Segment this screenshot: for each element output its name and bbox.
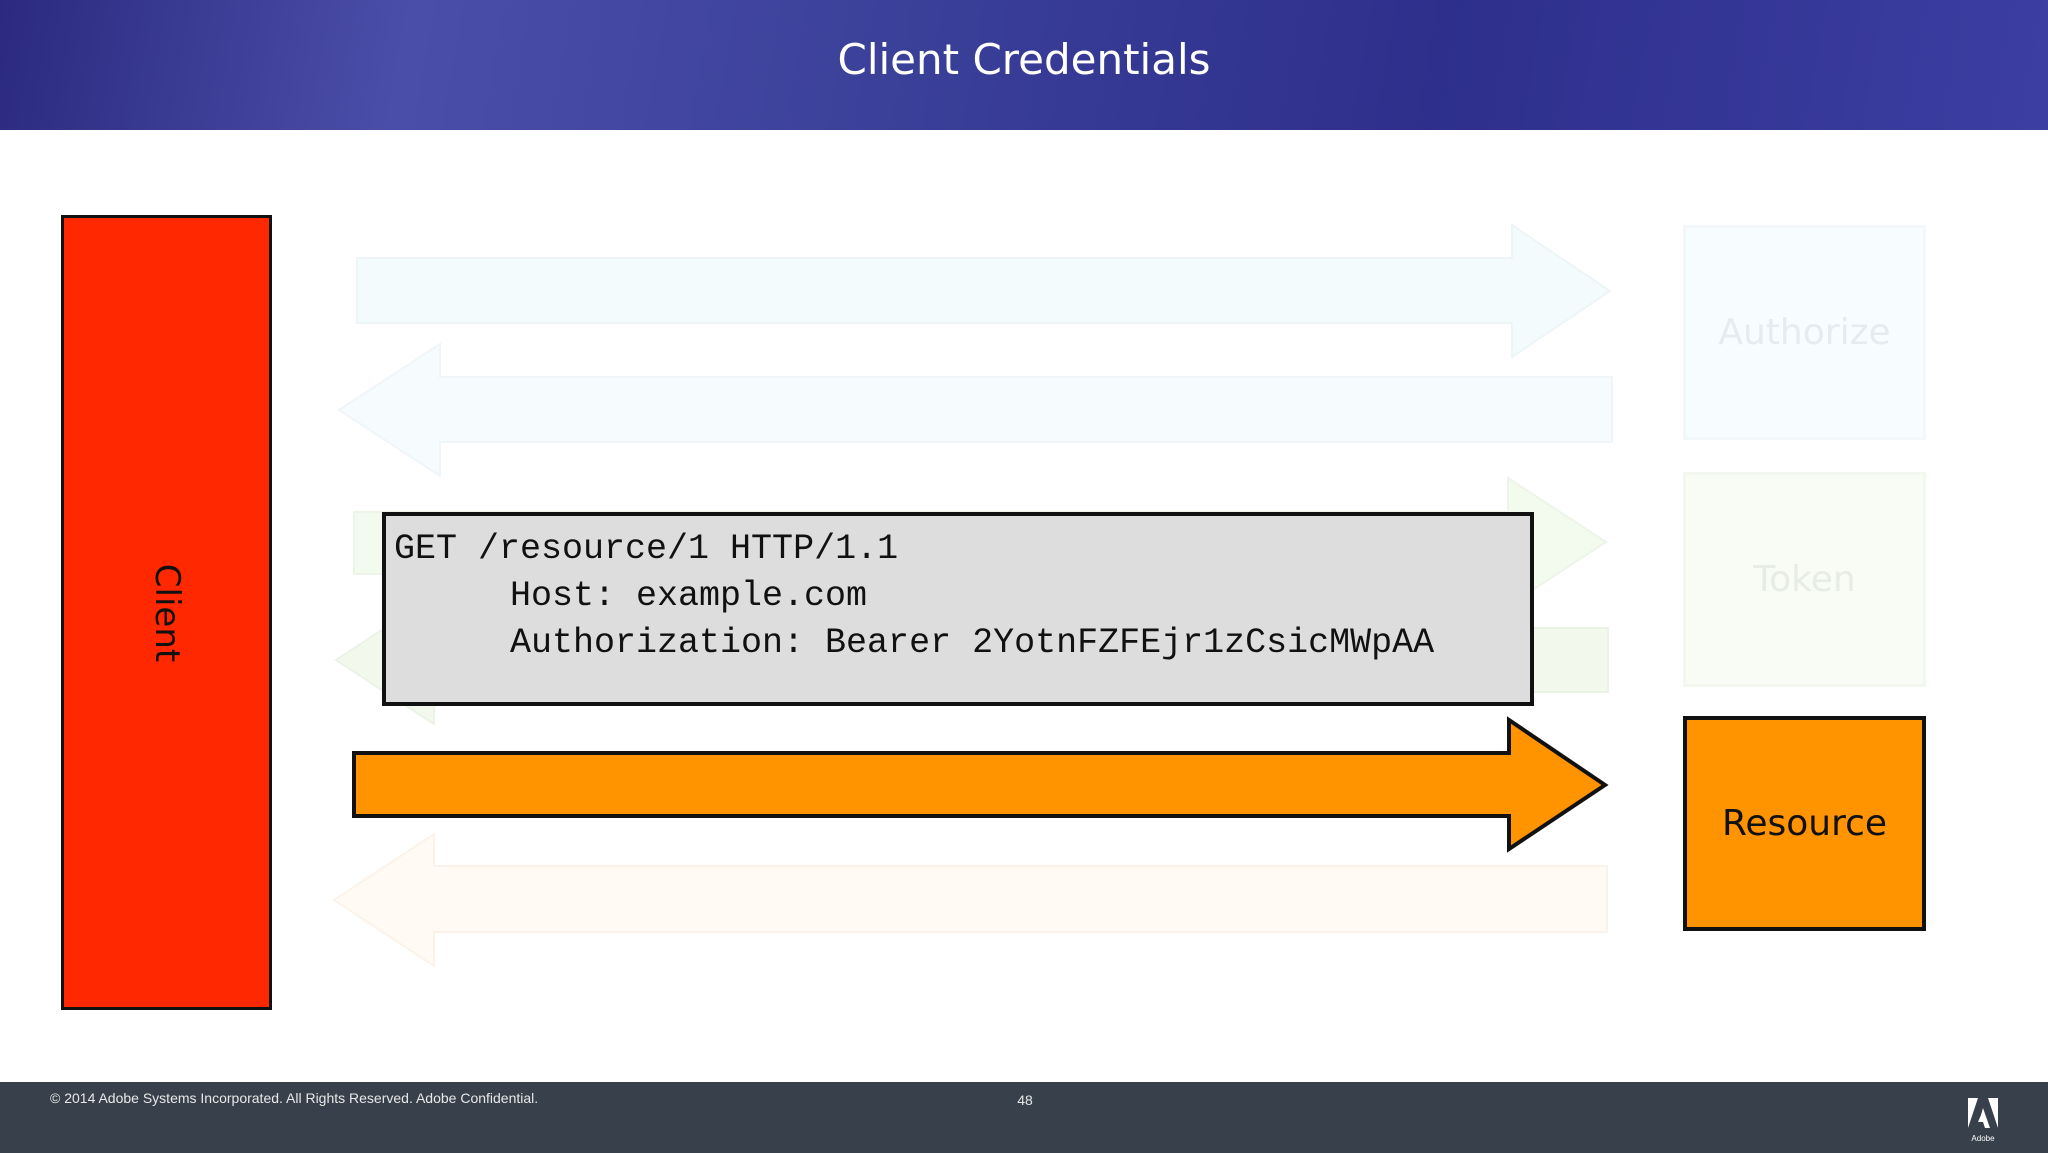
- host-header: Host: example.com: [510, 576, 868, 616]
- slide-title: Client Credentials: [837, 35, 1211, 84]
- adobe-logo-icon: Adobe: [1968, 1098, 1998, 1143]
- client-box: Client: [61, 215, 272, 1010]
- slide-footer: © 2014 Adobe Systems Incorporated. All R…: [0, 1082, 2048, 1153]
- token-label: Token: [1753, 559, 1856, 600]
- request-line: GET /resource/1 HTTP/1.1: [394, 529, 899, 569]
- resource-request-arrow: [352, 716, 1609, 853]
- http-request-box: GET /resource/1 HTTP/1.1 Host: example.c…: [382, 512, 1534, 706]
- svg-text:Adobe: Adobe: [1971, 1134, 1995, 1143]
- resource-label: Resource: [1721, 803, 1888, 844]
- slide-header: Client Credentials: [0, 0, 2048, 130]
- page-number: 48: [1017, 1092, 1033, 1108]
- resource-response-arrow: [332, 832, 1608, 968]
- authorize-request-arrow: [356, 223, 1612, 359]
- authorize-box: Authorize: [1683, 225, 1926, 440]
- authorize-label: Authorize: [1718, 312, 1891, 353]
- client-label: Client: [146, 563, 187, 662]
- copyright-text: © 2014 Adobe Systems Incorporated. All R…: [50, 1090, 539, 1106]
- authorization-header: Authorization: Bearer 2YotnFZFEjr1zCsicM…: [510, 623, 1435, 663]
- token-box: Token: [1683, 472, 1926, 687]
- resource-box: Resource: [1683, 716, 1926, 931]
- authorize-response-arrow: [337, 342, 1613, 478]
